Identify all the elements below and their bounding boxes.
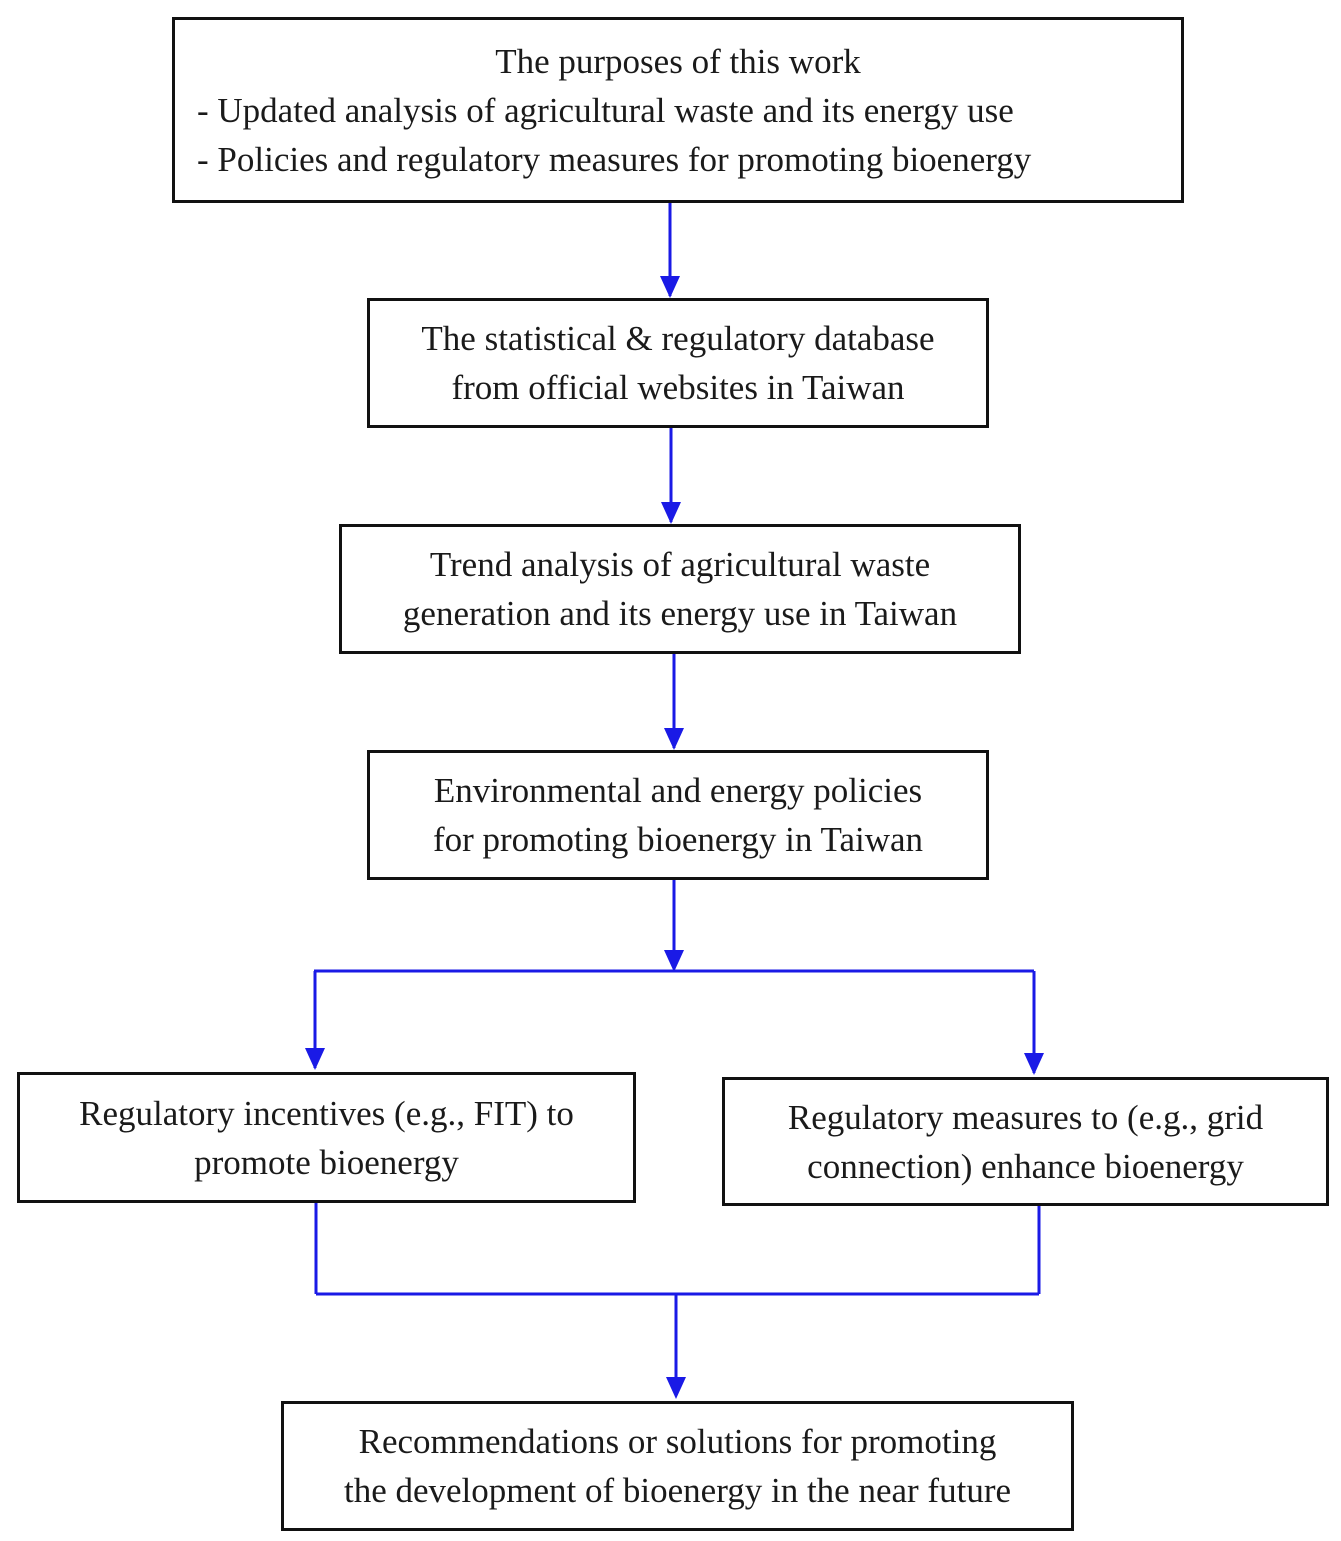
incentives-line-2: promote bioenergy [194, 1142, 459, 1182]
database-box: The statistical & regulatory database fr… [367, 298, 989, 428]
policies-box: Environmental and energy policies for pr… [367, 750, 989, 880]
arrowhead-icon [305, 1048, 325, 1070]
policies-line-2: for promoting bioenergy in Taiwan [432, 820, 924, 859]
arrowhead-icon [1024, 1053, 1044, 1075]
recommendations-line-1: Recommendations or solutions for promoti… [358, 1422, 997, 1461]
purposes-bullet-2: - Policies and regulatory measures for p… [197, 139, 1032, 179]
arrowhead-icon [661, 502, 681, 524]
purposes-title: The purposes of this work [495, 41, 861, 81]
arrowhead-icon [660, 276, 680, 298]
database-line-2: from official websites in Taiwan [451, 368, 905, 407]
purposes-bullet-1: - Updated analysis of agricultural waste… [197, 90, 1014, 130]
recommendations-line-2: the development of bioenergy in the near… [343, 1471, 1012, 1510]
trend-analysis-box: Trend analysis of agricultural waste gen… [339, 524, 1021, 654]
arrowhead-icon [664, 950, 684, 972]
arrowhead-icon [666, 1377, 686, 1399]
measures-line-1: Regulatory measures to (e.g., grid [787, 1097, 1264, 1137]
trend-line-1: Trend analysis of agricultural waste [429, 545, 931, 584]
trend-line-2: generation and its energy use in Taiwan [402, 594, 958, 633]
purposes-box: The purposes of this work - Updated anal… [172, 17, 1184, 203]
incentives-line-1: Regulatory incentives (e.g., FIT) to [79, 1093, 574, 1133]
database-line-1: The statistical & regulatory database [421, 319, 935, 358]
policies-line-1: Environmental and energy policies [433, 771, 923, 810]
arrowhead-icon [664, 728, 684, 750]
incentives-box: Regulatory incentives (e.g., FIT) to pro… [17, 1072, 636, 1203]
measures-line-2: connection) enhance bioenergy [807, 1146, 1244, 1186]
recommendations-box: Recommendations or solutions for promoti… [281, 1401, 1074, 1531]
measures-box: Regulatory measures to (e.g., grid conne… [722, 1077, 1329, 1206]
